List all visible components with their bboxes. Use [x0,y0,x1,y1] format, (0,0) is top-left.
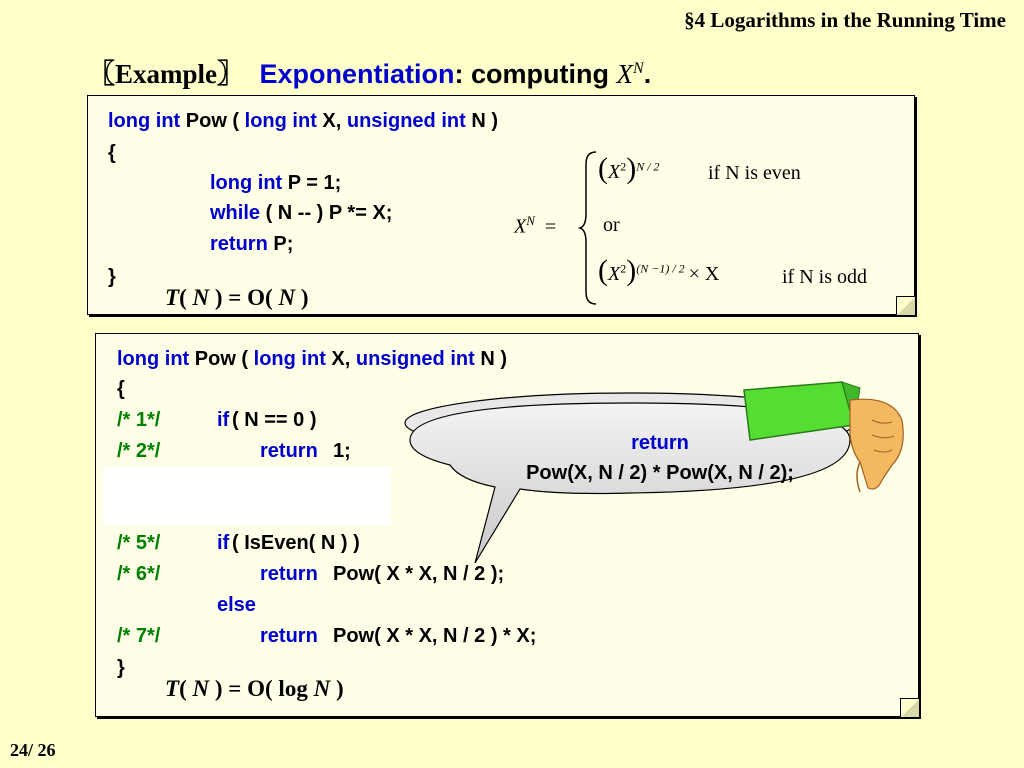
line-number: /* 6*/ [117,563,161,585]
formula-lhs: XN = [514,213,556,239]
kw-long-int: long int [244,110,317,132]
box1-open-brace: { [108,142,116,164]
code-text: ( N -- ) P *= X; [260,202,393,224]
kw: return [260,440,318,462]
bubble-expression: Pow(X, N / 2) * Pow(X, N / 2); [526,462,794,484]
cx-T: T [165,676,180,701]
cx-text: ( [179,676,193,701]
box1-complexity: T( N ) = O( N ) [165,283,308,313]
box2-open-brace: { [117,378,125,400]
box2-line-5: /* 5*/ if ( IsEven( N ) ) [117,528,360,558]
code-text: ( IsEven( N ) ) [232,532,360,554]
case2-exp: 2 [620,261,627,276]
line-number: /* 5*/ [117,532,161,554]
bubble-text: return Pow(X, N / 2) * Pow(X, N / 2); [430,428,890,488]
lhs-var: X [514,215,527,238]
kw-long-int: long int [117,348,190,370]
pointing-hand-icon [743,381,904,493]
code-text: ( N == 0 ) [232,409,317,431]
case1-condition: if N is even [708,162,801,184]
case2-times: × X [688,263,720,285]
kw-unsigned-int: unsigned int [346,110,466,132]
example-sup: N [633,60,644,77]
cx-text: ) [330,676,344,701]
page-number: 24/ 26 [10,740,56,760]
sig-text: Pow ( [180,110,245,132]
bubble-return: return [631,432,689,454]
cx-N: N [278,285,296,310]
lhs-sup: N [526,213,535,228]
cx-text: ) = O( [209,285,279,310]
kw: while [210,202,261,224]
example-topic: Exponentiation [259,59,455,89]
kw-long-int: long int [253,348,326,370]
speech-bubble [404,392,856,564]
formula-case2: (X2)(N −1) / 2× X [598,254,720,287]
kw-unsigned-int: unsigned int [355,348,475,370]
code-text: Pow( X * X, N / 2 ); [333,563,505,585]
line-number: /* 7*/ [117,625,161,647]
cx-N: N [192,285,210,310]
kw: else [217,594,256,616]
box2-signature: long int Pow ( long int X, unsigned int … [117,344,507,374]
kw: return [260,563,318,585]
cx-text: ) = O( log [209,676,314,701]
example-colon: : computing [454,59,617,89]
code-box-iterative [87,95,915,315]
cx-text: ( [179,285,193,310]
box1-line2: while ( N -- ) P *= X; [210,198,392,228]
sig-text: N ) [465,110,498,132]
line-number: /* 1*/ [117,409,161,431]
case1-exp: 2 [620,159,627,174]
case2-outer: (N −1) / 2 [636,261,685,276]
box1-line1: long int P = 1; [210,168,341,198]
cx-text: ) [295,285,309,310]
line-number: /* 2*/ [117,440,161,462]
formula-or: or [603,214,620,236]
code-text: Pow( X * X, N / 2 ) * X; [333,625,537,647]
box2-line-7: /* 7*/ return Pow( X * X, N / 2 ) * X; [117,621,536,651]
kw-long-int: long int [108,110,181,132]
kw: return [260,625,318,647]
example-heading: 〖Example〗 Exponentiation: computing XN. [88,52,651,91]
box1-signature: long int Pow ( long int X, unsigned int … [108,106,498,136]
code-text: P = 1; [282,172,342,194]
cx-T: T [165,285,180,310]
kw: if [217,409,230,431]
header-title: §4 Logarithms in the Running Time [684,8,1006,32]
case2-condition: if N is odd [782,266,867,288]
example-var: X [616,59,634,89]
page-fold [900,698,919,717]
case1-outer: N / 2 [636,159,660,174]
kw: long int [210,172,283,194]
kw: if [217,532,230,554]
box1-close-brace: } [108,266,116,288]
page-fold [896,296,915,315]
box1-line3: return P; [210,229,293,259]
sig-text: N ) [474,348,507,370]
case2-base: X [608,263,621,285]
box2-line-1: /* 1*/ if ( N == 0 ) [117,405,316,435]
box2-line-2: /* 2*/ return 1; [117,436,351,466]
example-tag: 〖Example〗 [88,59,245,89]
box2-close-brace: } [117,657,125,679]
case1-base: X [608,161,621,183]
sig-text: X, [325,348,356,370]
cx-N: N [192,676,210,701]
box2-complexity: T( N ) = O( log N ) [165,674,344,704]
code-text: 1; [333,440,351,462]
box2-line-6: /* 6*/ return Pow( X * X, N / 2 ); [117,559,504,589]
left-brace-icon [578,151,597,305]
code-text: P; [267,233,294,255]
lhs-eq: = [544,215,557,238]
example-period: . [643,59,652,89]
sig-text: Pow ( [189,348,254,370]
blank-cover [103,467,391,525]
sig-text: X, [316,110,347,132]
cx-N: N [313,676,331,701]
formula-case1: (X2)N / 2 [598,152,660,185]
kw: return [210,233,268,255]
